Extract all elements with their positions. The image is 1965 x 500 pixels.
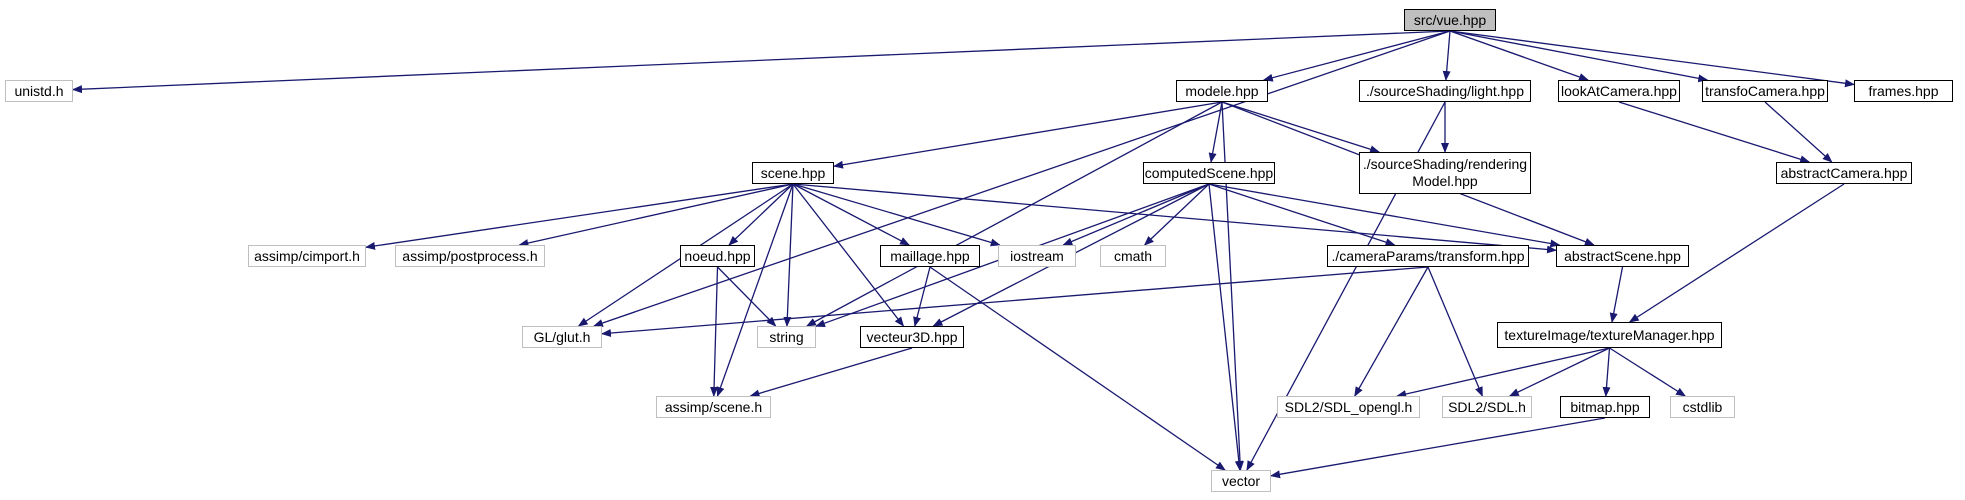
edge-vecteur3d-to-sceneh [749,347,913,398]
edge-vue-to-lookAt [1449,30,1589,81]
edge-vue-to-frames [1449,30,1855,88]
edge-bitmap-to-vector [1270,417,1606,479]
edge-modele-to-vector [1221,101,1244,471]
edge-vue-to-light [1442,30,1451,81]
edge-scene-to-vecteur3d [792,183,905,327]
edge-computed-to-abstractScene [1208,183,1561,248]
node-transfoCam[interactable]: transfoCamera.hpp [1702,80,1828,102]
edge-texMgr-to-sdl [1508,347,1610,397]
node-sdlgl: SDL2/SDL_opengl.h [1277,396,1420,418]
edge-modele-to-scene [833,101,1223,169]
node-abstractCam[interactable]: abstractCamera.hpp [1776,162,1912,184]
node-light[interactable]: ./sourceShading/light.hpp [1359,80,1531,102]
node-glut: GL/glut.h [522,326,602,348]
edge-computed-to-transform [1208,183,1396,246]
edge-transform-to-sdl [1427,266,1483,397]
node-frames[interactable]: frames.hpp [1854,80,1953,102]
node-vector: vector [1211,470,1271,492]
edge-computed-to-iostream [1062,183,1210,246]
edge-maillage-to-vecteur3d [913,266,931,327]
node-cmath: cmath [1100,245,1166,267]
edge-vue-to-unistd [72,30,1451,94]
edge-modele-to-computed [1208,101,1223,163]
node-texMgr[interactable]: textureImage/textureManager.hpp [1497,322,1722,348]
node-vue[interactable]: src/vue.hpp [1404,9,1496,31]
edge-computed-to-cmath [1143,183,1210,246]
node-iostream: iostream [998,245,1076,267]
node-maillage[interactable]: maillage.hpp [880,245,980,267]
node-modele[interactable]: modele.hpp [1176,80,1268,102]
node-unistd: unistd.h [5,80,73,102]
node-computed[interactable]: computedScene.hpp [1143,162,1275,184]
edge-texMgr-to-bitmap [1602,347,1611,397]
edge-scene-to-iostream [792,183,1001,247]
node-sceneh: assimp/scene.h [656,396,771,418]
edge-noeud-to-sceneh [710,266,719,397]
edge-scene-to-sceneh [716,183,794,397]
node-rendering[interactable]: ./sourceShading/rendering Model.hpp [1359,152,1531,194]
edge-vue-to-glut [592,30,1451,327]
node-bitmap[interactable]: bitmap.hpp [1560,396,1650,418]
node-cstdlib: cstdlib [1670,396,1735,418]
edge-transform-to-glut [601,266,1429,338]
node-string: string [757,326,816,348]
edge-scene-to-postprocess [518,183,794,247]
node-noeud[interactable]: noeud.hpp [680,245,755,267]
edge-transform-to-sdlgl [1354,266,1429,397]
edge-scene-to-cimport [365,183,794,250]
node-scene[interactable]: scene.hpp [752,162,834,184]
node-cimport: assimp/cimport.h [248,245,366,267]
edge-vue-to-modele [1262,30,1451,82]
edge-scene-to-maillage [792,183,910,246]
edge-abstractCam-to-texMgr [1628,183,1845,323]
edge-texMgr-to-sdlgl [1396,347,1610,398]
edge-computed-to-vector [1208,183,1243,471]
edge-transfoCam-to-abstractCam [1764,101,1833,163]
edge-lookAt-to-abstractCam [1618,101,1811,164]
edge-scene-to-noeud [728,183,794,246]
node-transform[interactable]: ./cameraParams/transform.hpp [1327,245,1529,267]
edge-scene-to-string [783,183,794,327]
node-abstractScene[interactable]: abstractScene.hpp [1556,245,1689,267]
edge-modele-to-string [806,101,1223,327]
node-lookAt[interactable]: lookAtCamera.hpp [1558,80,1680,102]
node-vecteur3d[interactable]: vecteur3D.hpp [860,326,964,348]
node-postprocess: assimp/postprocess.h [395,245,545,267]
edge-modele-to-rendering [1221,101,1380,154]
edge-maillage-to-vector [929,266,1226,471]
node-sdl: SDL2/SDL.h [1442,396,1532,418]
edge-abstractScene-to-texMgr [1609,266,1624,323]
edge-texMgr-to-cstdlib [1609,347,1687,397]
edge-noeud-to-string [717,266,777,327]
edge-vue-to-transfoCam [1449,30,1709,83]
